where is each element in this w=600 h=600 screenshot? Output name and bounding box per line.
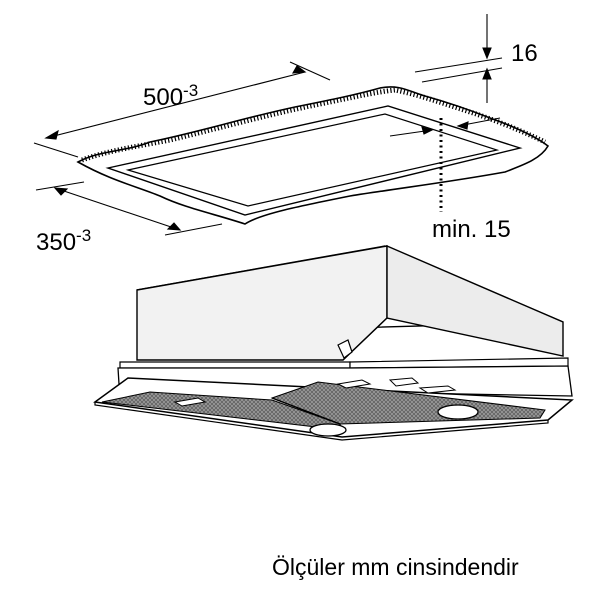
min-clearance-label: min. 15: [432, 216, 511, 243]
filter-handle-3-icon: [388, 377, 420, 387]
filter-handle-2-icon: [336, 379, 372, 389]
bottom-panel-edge: [94, 402, 549, 441]
cutout-outer: [105, 105, 523, 216]
filter-handle-1-icon: [173, 397, 207, 407]
width-value: 500: [143, 84, 184, 111]
depth-label: 350-3: [36, 227, 91, 256]
lamp-right-icon: [437, 404, 479, 420]
width-label: 500-3: [143, 82, 198, 111]
depth-tolerance: -3: [76, 226, 92, 245]
filter-handle-4-icon: [418, 385, 457, 394]
min-clearance-dimension: [389, 117, 501, 212]
cutout-inner: [125, 113, 500, 207]
hood-box-side: [386, 244, 564, 357]
grease-filter-left: [101, 391, 343, 431]
depth-value: 350: [36, 229, 77, 256]
lamp-left-icon: [309, 423, 347, 437]
ceiling-panel: [76, 86, 550, 225]
depth-dimension: [35, 181, 223, 236]
hood-unit: [93, 244, 574, 441]
thickness-dimension: [414, 14, 503, 103]
width-dimension: [33, 61, 331, 158]
width-tolerance: -3: [183, 81, 199, 100]
units-caption: Ölçüler mm cinsindendir: [272, 554, 519, 580]
thickness-label: 16: [511, 40, 538, 67]
bracket-icon: [337, 339, 353, 359]
hood-rim-front: [119, 361, 351, 369]
